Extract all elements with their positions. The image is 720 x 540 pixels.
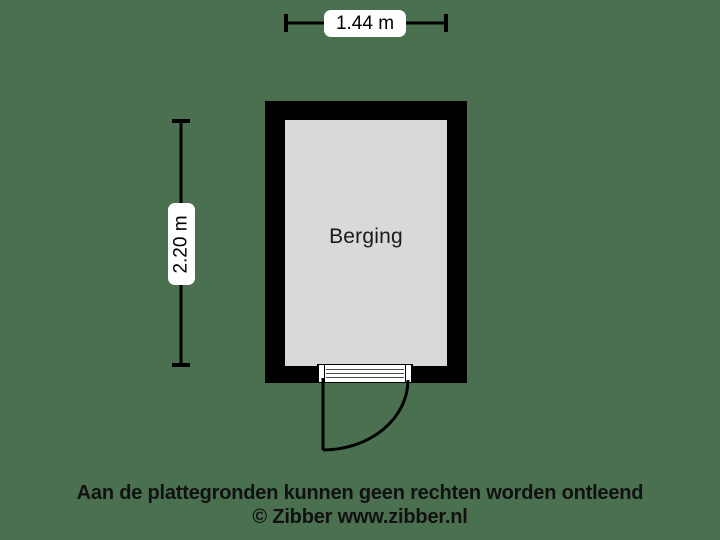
room-interior xyxy=(285,120,447,366)
door-jamb-left xyxy=(318,365,325,382)
door-frame xyxy=(317,364,413,383)
height-dimension-text: 2.20 m xyxy=(171,214,192,274)
footer-disclaimer: Aan de plattegronden kunnen geen rechten… xyxy=(76,482,644,504)
door-jamb-right xyxy=(405,365,412,382)
door-swing-arc xyxy=(321,378,410,452)
footer-credit: © Zibber www.zibber.nl xyxy=(252,506,468,528)
width-dimension-label: 1.44 m xyxy=(324,10,406,37)
footer: Aan de plattegronden kunnen geen rechten… xyxy=(0,481,720,529)
height-dimension-label: 2.20 m xyxy=(168,203,195,285)
door-pane xyxy=(326,367,404,380)
room-label-berging: Berging xyxy=(329,225,403,248)
